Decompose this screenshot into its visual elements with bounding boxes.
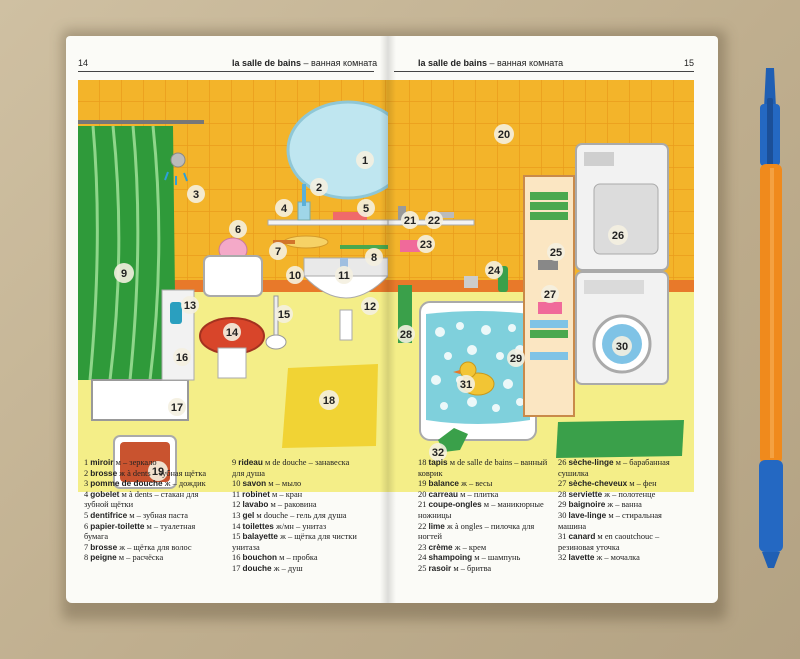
illustration-number: 13 <box>184 300 196 312</box>
illustration-number: 22 <box>428 215 440 227</box>
left-header-fr: la salle de bains <box>232 58 302 68</box>
vocab-item: 3 pomme de douche ж – дождик <box>84 479 206 489</box>
vocab-item: 4 gobelet м à dents – стакан для <box>84 489 199 499</box>
vocab-item: 12 lavabo м – раковина <box>232 500 317 510</box>
vocab-item: 8 peigne м – расчёска <box>84 553 164 563</box>
vocab-item: 23 crème ж – крем <box>418 542 487 552</box>
left-page-number: 14 <box>78 58 89 68</box>
left-header-rule <box>78 71 374 72</box>
illustration-number: 9 <box>121 268 127 280</box>
illustration-number: 20 <box>498 129 510 141</box>
pen <box>740 68 800 568</box>
illustration-number: 26 <box>612 230 624 242</box>
right-header-fr: la salle de bains <box>418 58 488 68</box>
vocab-item-continued: машина <box>558 521 587 531</box>
vocab-item: 32 lavette ж – мочалка <box>558 553 640 563</box>
vocab-item-continued: бумага <box>84 532 109 542</box>
vocab-item: 7 brosse ж – щётка для волос <box>84 542 192 552</box>
vocab-column-1: 1 miroir м – зеркало 2 brosse ж à dents … <box>84 458 206 564</box>
vocab-item-continued: ногтей <box>418 532 442 542</box>
vocab-item: 29 baignoire ж – ванна <box>558 500 642 510</box>
vocab-item: 19 balance ж – весы <box>418 479 493 489</box>
illustration-number: 5 <box>363 203 369 215</box>
illustration-number: 17 <box>171 402 183 414</box>
vocab-item-continued: коврик <box>418 468 443 478</box>
left-header-ru: – ванная комната <box>301 58 378 68</box>
vocab-item: 9 rideau м de douche – занавеска <box>232 458 350 467</box>
illustration-number: 10 <box>289 270 301 282</box>
vocab-item-continued: резиновая уточка <box>558 542 620 552</box>
vocab-item: 27 sèche-cheveux м – фен <box>558 479 657 489</box>
vocab-item: 5 dentifrice м – зубная паста <box>84 510 188 520</box>
right-page: la salle de bains – ванная комната 15 <box>388 36 718 603</box>
vocab-item: 22 lime ж à ongles – пилочка для <box>418 521 535 531</box>
illustration-number: 8 <box>371 252 377 264</box>
illustration-number: 23 <box>420 239 432 251</box>
vocab-item-continued: сушилка <box>558 468 589 478</box>
book-spine <box>380 36 396 603</box>
vocab-item: 15 balayette ж – щётка для чистки <box>232 532 357 542</box>
vocab-item: 30 lave-linge м – стиральная <box>558 510 662 520</box>
illustration-number: 31 <box>460 379 472 391</box>
vocab-item: 10 savon м – мыло <box>232 479 302 489</box>
vocab-item: 25 rasoir м – бритва <box>418 563 492 573</box>
right-illustration: 21 22 23 24 25 26 27 28 29 30 31 32 20 <box>388 80 694 492</box>
right-header-rule <box>394 71 694 72</box>
vocab-item-continued: унитаза <box>232 542 260 552</box>
illustration-number: 6 <box>235 224 241 236</box>
vocab-item: 28 serviette ж – полотенце <box>558 489 656 499</box>
illustration-number: 14 <box>226 327 239 339</box>
illustration-number: 16 <box>176 352 188 364</box>
illustration-number: 3 <box>193 189 199 201</box>
vocab-item: 18 tapis м de salle de bains – ванный <box>418 458 548 467</box>
illustration-number: 30 <box>616 341 628 353</box>
illustration-number: 12 <box>364 301 376 313</box>
vocab-column-2: 9 rideau м de douche – занавеска для душ… <box>232 458 357 575</box>
vocab-item: 13 gel м douche – гель для душа <box>232 510 347 520</box>
left-page: 14 la salle de bains – ванная комната <box>66 36 388 603</box>
illustration-number: 19 <box>152 466 164 478</box>
vocab-item: 11 robinet м – кран <box>232 489 303 499</box>
vocab-item-continued: зубной щётки <box>84 500 134 510</box>
illustration-number: 15 <box>278 309 290 321</box>
vocab-column-3: 18 tapis м de salle de bains – ванный ко… <box>418 458 547 575</box>
vocab-item: 21 coupe-ongles м – маникюрные <box>418 500 544 510</box>
left-page-header: la salle de bains – ванная комната <box>232 58 377 68</box>
vocab-item: 17 douche ж – душ <box>232 563 303 573</box>
right-header-ru: – ванная комната <box>487 58 564 68</box>
left-illustration: 1 2 3 4 5 6 7 8 9 10 11 12 13 14 15 16 1… <box>78 80 388 492</box>
illustration-number: 21 <box>404 215 416 227</box>
illustration-number: 25 <box>550 247 562 259</box>
vocab-item: 1 miroir м – зеркало <box>84 458 157 467</box>
vocab-item: 31 canard м en caoutchouc – <box>558 532 660 542</box>
right-page-number: 15 <box>684 58 695 68</box>
vocab-item-continued: для душа <box>232 468 266 478</box>
illustration-number: 29 <box>510 353 522 365</box>
illustration-number: 2 <box>316 182 322 194</box>
vocab-item: 24 shampoing м – шампунь <box>418 553 521 563</box>
right-page-header: la salle de bains – ванная комната <box>418 58 563 68</box>
vocab-item: 20 carreau м – плитка <box>418 489 499 499</box>
vocab-item: 26 sèche-linge м – барабанная <box>558 458 670 467</box>
illustration-number: 11 <box>338 270 350 282</box>
illustration-number: 18 <box>323 395 335 407</box>
vocab-column-4: 26 sèche-linge м – барабанная сушилка 27… <box>558 458 670 564</box>
illustration-number: 24 <box>488 265 501 277</box>
vocab-item: 2 brosse ж à dents – зубная щётка <box>84 468 207 478</box>
vocab-item: 6 papier-toilette м – туалетная <box>84 521 196 531</box>
vocab-item-continued: ножницы <box>418 510 452 520</box>
illustration-number: 7 <box>275 246 281 258</box>
vocab-item: 16 bouchon м – пробка <box>232 553 318 563</box>
illustration-number: 27 <box>544 289 556 301</box>
vocab-item: 14 toilettes ж/мн – унитаз <box>232 521 327 531</box>
illustration-number: 1 <box>362 155 368 167</box>
illustration-number: 32 <box>432 447 444 459</box>
illustration-number: 28 <box>400 329 412 341</box>
illustration-number: 4 <box>281 203 288 215</box>
